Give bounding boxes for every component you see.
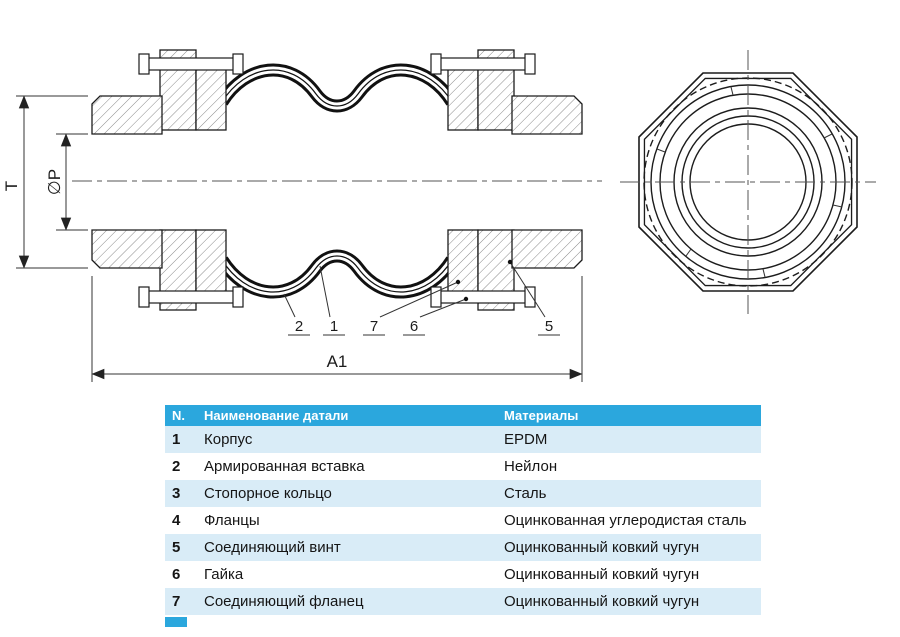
part-material: Сталь — [504, 485, 547, 502]
callouts: 2 1 7 6 5 — [283, 259, 560, 336]
technical-drawing: T ∅P A1 2 1 7 — [2, 49, 876, 382]
part-number: 5 — [172, 539, 181, 556]
callout-7: 7 — [370, 318, 378, 335]
callout-5: 5 — [545, 318, 553, 335]
right-connecting-flange — [447, 65, 479, 295]
part-name: Соединяющий винт — [204, 539, 341, 556]
dimension-A1: A1 — [91, 276, 583, 382]
dim-label-A1: A1 — [327, 352, 348, 371]
ring-segment-ticks — [656, 86, 843, 278]
side-view — [72, 49, 602, 311]
dimension-P: ∅P — [45, 133, 88, 231]
nut — [232, 53, 244, 75]
dim-label-P: ∅P — [45, 169, 64, 195]
part-name: Гайка — [204, 566, 244, 583]
table-row: 2 Армированная вставка Нейлон — [165, 453, 761, 480]
part-material: Оцинкованный ковкий чугун — [504, 539, 700, 556]
dim-label-T: T — [2, 181, 21, 191]
part-name: Соединяющий фланец — [204, 593, 364, 610]
table-row: 6 Гайка Оцинкованный ковкий чугун — [165, 561, 761, 588]
part-name: Стопорное кольцо — [204, 485, 332, 502]
table-row: 4 Фланцы Оцинкованная углеродистая сталь — [165, 507, 761, 534]
dimension-T: T — [2, 95, 88, 269]
bolt-shank — [147, 57, 235, 71]
col-header-material: Материалы — [497, 405, 761, 426]
table-row: 7 Соединяющий фланец Оцинкованный ковкий… — [165, 588, 761, 615]
table-header-row: N. Наименование датали Материалы — [165, 405, 761, 426]
bolt-head — [138, 53, 150, 75]
part-name: Корпус — [204, 431, 253, 448]
col-header-number: N. — [165, 405, 197, 426]
table-row: 1 Корпус EPDM — [165, 426, 761, 453]
right-flange — [477, 49, 515, 311]
callout-1: 1 — [330, 318, 338, 335]
part-number: 6 — [172, 566, 181, 583]
left-flange — [159, 49, 197, 311]
part-number: 1 — [172, 431, 181, 448]
flange-bolts — [138, 53, 536, 308]
table-row: 3 Стопорное кольцо Сталь — [165, 480, 761, 507]
part-material: EPDM — [504, 431, 548, 448]
part-number: 7 — [172, 593, 181, 610]
part-number: 4 — [172, 512, 181, 529]
table-footer-tab — [165, 617, 187, 627]
part-material: Оцинкованная углеродистая сталь — [504, 512, 747, 529]
left-connecting-flange — [195, 65, 227, 295]
col-header-name: Наименование датали — [197, 405, 497, 426]
parts-table: N. Наименование датали Материалы 1 Корпу… — [165, 405, 761, 615]
callout-2: 2 — [295, 318, 303, 335]
part-material: Нейлон — [504, 458, 558, 475]
part-name: Армированная вставка — [204, 458, 365, 475]
part-material: Оцинкованный ковкий чугун — [504, 566, 700, 583]
left-pipe-section — [91, 95, 163, 269]
reinforced-insert-line — [221, 69, 453, 107]
right-pipe-section — [511, 95, 583, 269]
end-view — [620, 50, 876, 314]
part-material: Оцинкованный ковкий чугун — [504, 593, 700, 610]
bellows-body — [216, 63, 458, 299]
part-number: 2 — [172, 458, 181, 475]
part-name: Фланцы — [204, 512, 260, 529]
callout-6: 6 — [410, 318, 418, 335]
table-row: 5 Соединяющий винт Оцинкованный ковкий ч… — [165, 534, 761, 561]
part-number: 3 — [172, 485, 181, 502]
